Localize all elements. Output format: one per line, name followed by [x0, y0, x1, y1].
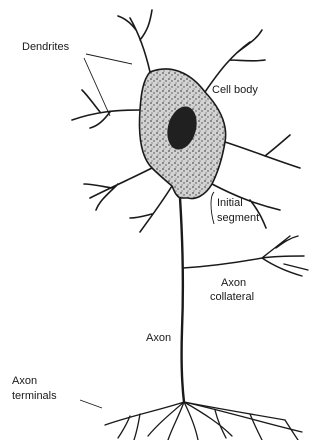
axon-terminals-label-1: Axon [12, 375, 37, 387]
dendrite-top-right [205, 30, 265, 92]
axon-terminals-leader [80, 400, 102, 408]
dendrites-label: Dendrites [22, 41, 70, 53]
dendrite-top [118, 10, 152, 72]
axon-label: Axon [146, 332, 171, 344]
initial-segment-bracket [211, 192, 214, 224]
axon-collateral-label-2: collateral [210, 291, 254, 303]
initial-segment-label-1: Initial [217, 197, 243, 209]
axon-collateral-label-1: Axon [221, 277, 246, 289]
dendrite-right [225, 135, 300, 168]
dendrite-left [72, 90, 140, 128]
axon [180, 198, 184, 402]
initial-segment-label-2: segment [217, 212, 259, 224]
cell-body-label: Cell body [212, 84, 258, 96]
axon-collateral [183, 236, 308, 276]
dendrite-bottom-left [130, 186, 172, 232]
dendrite-lower-left [84, 168, 152, 210]
axon-terminals [105, 402, 302, 440]
dendrites-leader [84, 54, 132, 116]
axon-terminals-label-2: terminals [12, 390, 57, 402]
